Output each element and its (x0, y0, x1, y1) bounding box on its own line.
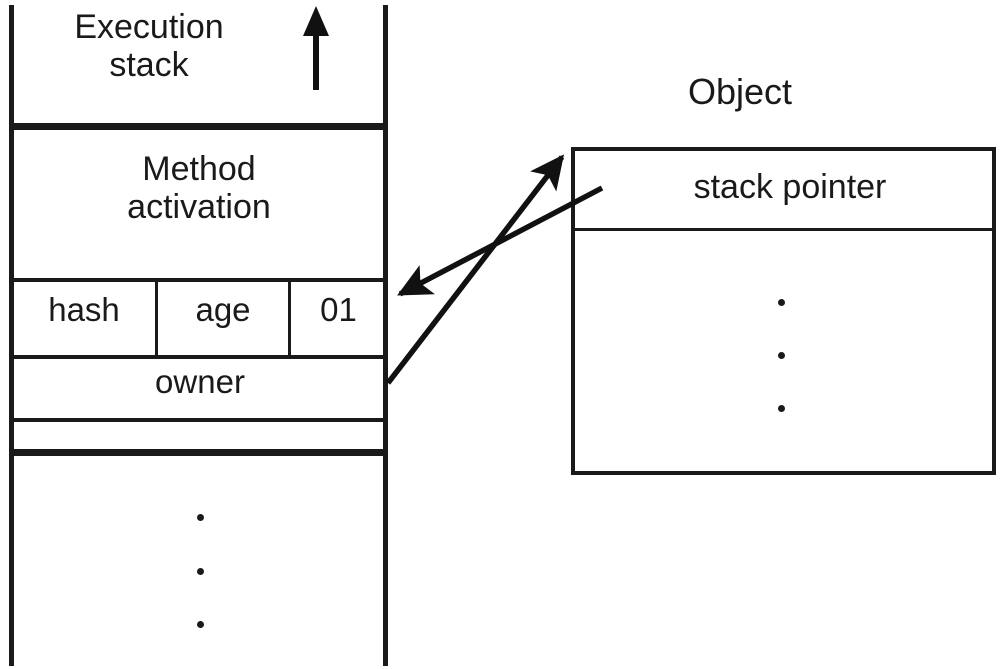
field-age-label: age (195, 291, 251, 328)
stack-left-border (9, 5, 14, 666)
stack-fields-top-divider (9, 278, 388, 282)
method-activation-label: Method activation (127, 150, 271, 227)
stack-ellipsis-dot (197, 568, 204, 575)
arrow-owner-to-object (385, 154, 565, 385)
owner-row-label: owner (155, 363, 245, 400)
execution-stack-label: Execution stack (74, 8, 224, 85)
stack-ellipsis-dot (197, 514, 204, 521)
stack-top-divider (9, 123, 388, 130)
stack-frame-bottom-divider (9, 449, 388, 456)
field-divider-age-flag (288, 280, 291, 357)
field-divider-hash-age (155, 280, 158, 357)
object-ellipsis-dot (778, 299, 785, 306)
up-arrow-icon (303, 6, 329, 90)
object-ellipsis-dot (778, 352, 785, 359)
owner-row-bottom-divider (9, 418, 388, 422)
stack-right-border (383, 5, 388, 666)
stack-pointer-label: stack pointer (693, 168, 887, 206)
stack-ellipsis-dot (197, 621, 204, 628)
field-hash-label: hash (48, 291, 120, 328)
object-box (571, 147, 996, 475)
object-stack-pointer-divider (571, 228, 996, 231)
object-caption: Object (687, 71, 793, 112)
field-flag-label: 01 (320, 291, 357, 328)
object-ellipsis-dot (778, 405, 785, 412)
owner-row-top-divider (9, 355, 388, 359)
